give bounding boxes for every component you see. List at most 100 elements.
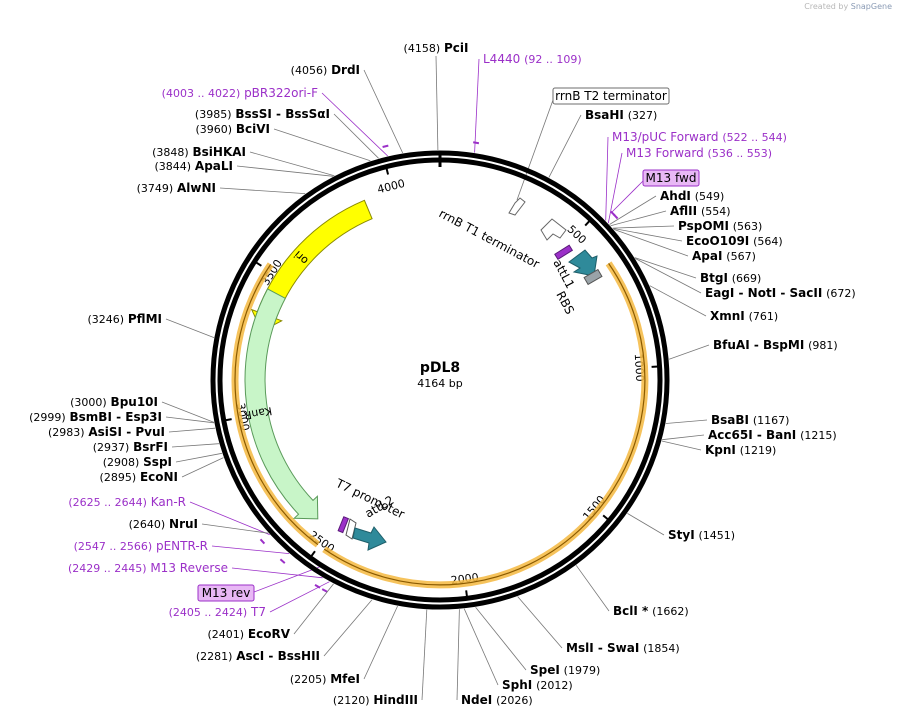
label-bpu10i: (3000) Bpu10I [70,395,158,409]
ruler-tick [222,418,232,422]
label-position: (2547 .. 2566) [74,540,153,553]
label-pentr: (2547 .. 2566) pENTR-R [74,539,208,553]
brand-prefix: Created by [804,2,849,11]
box-rrnb_t2-text: rrnB T2 terminator [555,89,667,103]
label-bsahi: BsaHI (327) [585,108,657,122]
ruler-tick [308,550,316,560]
leader-line [627,513,665,536]
site-and-primer-labels: (4158) PciI(4056) DrdI(4003 .. 4022) pBR… [29,41,856,707]
label-position: (1167) [753,414,790,427]
ruler-tick [253,260,262,267]
box-m13fwd_tag [642,169,700,187]
label-kpni: KpnI (1219) [705,443,776,457]
site-name: DrdI [331,63,360,77]
site-name: NruI [169,517,198,531]
label-position: (2401) [208,628,245,641]
primer-name: M13/pUC Forward [612,130,719,144]
label-position: (563) [733,220,763,233]
rbs-marker [583,268,603,286]
leader-line [231,567,323,579]
site-name: BfuAI - BspMI [713,338,804,352]
label-position: (2625 .. 2644) [68,496,147,509]
leader-line [161,401,215,423]
label-position: (1979) [564,664,601,677]
leader-line [516,99,554,201]
label-position: (567) [726,250,756,263]
label-alwni: (3749) AlwNI [137,181,216,195]
leader-line [649,285,707,317]
label-position: (4158) [404,42,441,55]
label-position: (3246) [87,313,124,326]
label-aflii: AflII (554) [670,204,731,218]
leader-line [548,114,582,178]
inner-elements: rrnB T1 terminator attL1 RBS T7 promoter… [333,197,603,551]
box-m13rev_tag [197,584,255,602]
primer-mark [321,588,328,593]
leader-line [463,608,499,686]
leader-line [236,165,334,177]
leader-line [175,452,223,463]
site-name: AhdI [660,189,691,203]
plasmid-size: 4164 bp [417,377,462,390]
leader-line [363,69,404,154]
leader-line [333,113,379,159]
label-m13fwd: M13 Forward (536 .. 553) [626,146,772,160]
label-nrui: (2640) NruI [129,517,198,531]
cds-arc-core [323,263,646,586]
label-apai: ApaI (567) [692,249,756,263]
label-position: (1662) [652,605,689,618]
leader-line [635,258,702,294]
leader-line [168,427,216,433]
leader-line [363,605,398,680]
leader-line [634,257,697,279]
label-position: (327) [628,109,658,122]
leader-line [613,228,689,257]
label-position: (554) [701,205,731,218]
ruler-tick [584,218,593,227]
label-kanr_p: (2625 .. 2644) Kan-R [68,495,186,509]
site-name: PciI [444,41,469,55]
label-t7p: (2405 .. 2424) T7 [169,605,266,619]
label-position: (3000) [70,396,107,409]
label-asisi: (2983) AsiSI - PvuI [48,425,165,439]
primer-name: pBR322ori-F [244,86,318,100]
leader-line [219,187,306,194]
attl2-arrow [352,526,387,551]
label-position: (4056) [291,64,328,77]
leader-line [273,128,371,162]
label-pflmi: (3246) PflMI [87,312,162,326]
label-position: (1215) [800,429,837,442]
site-name: MfeI [330,672,360,686]
site-name: AflII [670,204,697,218]
label-styi: StyI (1451) [668,528,735,542]
leader-line [610,210,667,227]
label-m13rev: (2429 .. 2445) M13 Reverse [68,561,228,575]
site-name: BsiHKAI [193,145,247,159]
primer-name: M13 Forward [626,146,704,160]
site-name: BciVI [236,122,270,136]
site-name: BssSI - BssSαI [235,107,330,121]
leader-line [181,457,224,478]
leader-line [421,609,428,701]
rrnb-t2-arrow [508,197,526,216]
label-bcli: BclI * (1662) [613,604,689,618]
leader-line [321,92,388,157]
label-leader-lines [161,55,710,701]
site-name: AscI - BssHII [236,649,320,663]
site-name: AlwNI [177,181,216,195]
label-position: (564) [753,235,783,248]
center-title: pDL8 4164 bp [417,360,462,390]
label-position: (3985) [195,108,232,121]
leader-line [665,419,708,424]
label-position: (2999) [29,411,66,424]
site-name: BsaBI [711,413,749,427]
leader-line [435,55,439,151]
label-sphi: SphI (2012) [502,678,573,692]
label-position: (2895) [100,471,137,484]
m13-fwd-marker [554,244,574,261]
leader-line [612,228,683,242]
label-bsmbi: (2999) BsmBI - Esp3I [29,410,162,424]
site-name: BclI * [613,604,649,618]
ruler-tick [602,514,611,522]
